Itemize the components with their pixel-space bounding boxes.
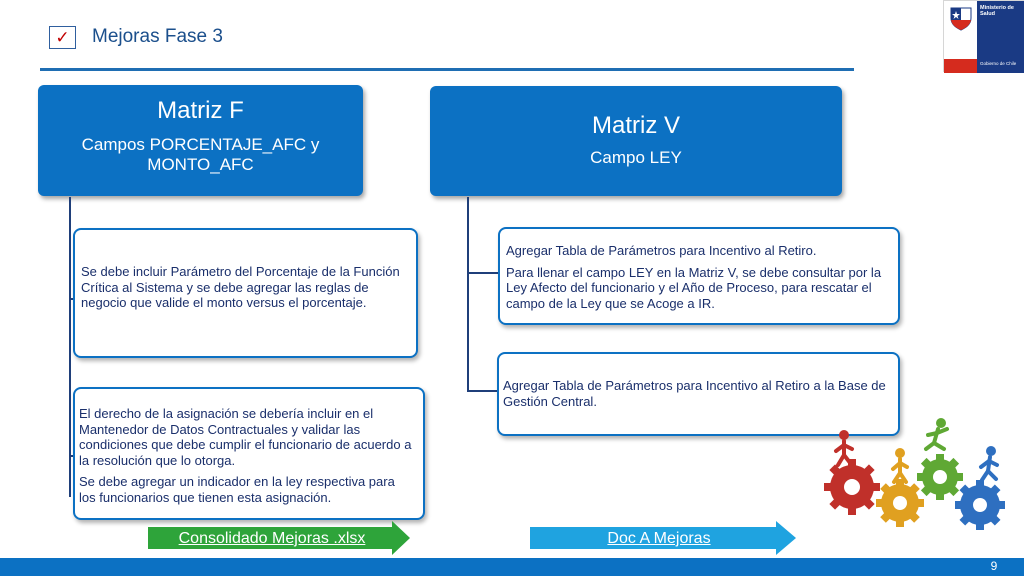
doc-link[interactable]: Doc A Mejoras bbox=[607, 530, 711, 547]
left-connector-vertical bbox=[69, 197, 71, 497]
logo-gov-label: Gobierno de Chile bbox=[980, 61, 1017, 66]
doc-arrow-head bbox=[776, 521, 796, 555]
page-number: 9 bbox=[990, 559, 998, 573]
matriz-f-subtitle: Campos PORCENTAJE_AFC y MONTO_AFC bbox=[81, 135, 320, 174]
matriz-v-card-1-text-2: Para llenar el campo LEY en la Matriz V,… bbox=[506, 264, 882, 311]
matriz-f-card-2-text-2: Se debe agregar un indicador en la ley r… bbox=[79, 474, 395, 505]
consolidado-arrow-head bbox=[392, 521, 410, 555]
matriz-f-card-1: Se debe incluir Parámetro del Porcentaje… bbox=[73, 228, 418, 358]
government-shield-icon bbox=[950, 7, 972, 31]
header-divider bbox=[40, 68, 854, 71]
consolidado-link-arrow[interactable]: Consolidado Mejoras .xlsx bbox=[148, 521, 410, 555]
matriz-v-card-1-text-1: Agregar Tabla de Parámetros para Incenti… bbox=[506, 243, 817, 258]
matriz-v-subtitle: Campo LEY bbox=[590, 148, 682, 167]
matriz-v-header: Matriz V Campo LEY bbox=[430, 86, 842, 196]
logo-red-band bbox=[944, 59, 977, 73]
ministry-logo: Ministerio de Salud Gobierno de Chile bbox=[943, 0, 1024, 73]
consolidado-link[interactable]: Consolidado Mejoras .xlsx bbox=[178, 530, 366, 547]
teamwork-gears-icon bbox=[824, 418, 1005, 530]
left-connector-branch-1 bbox=[69, 298, 75, 300]
consolidado-arrow-body bbox=[148, 527, 394, 549]
matriz-f-title: Matriz F bbox=[157, 97, 244, 124]
matriz-v-title: Matriz V bbox=[591, 112, 680, 139]
matriz-f-card-2: El derecho de la asignación se debería i… bbox=[73, 387, 425, 520]
right-connector-vertical bbox=[467, 197, 469, 392]
doc-arrow-body bbox=[530, 527, 778, 549]
matriz-f-card-1-text: Se debe incluir Parámetro del Porcentaje… bbox=[81, 264, 400, 310]
matriz-v-card-2: Agregar Tabla de Parámetros para Incenti… bbox=[497, 352, 900, 436]
matriz-f-card-2-text-1: El derecho de la asignación se debería i… bbox=[79, 406, 412, 468]
logo-org-name: Ministerio de Salud bbox=[980, 5, 1014, 17]
right-connector-branch-1 bbox=[467, 272, 499, 274]
matriz-v-card-1: Agregar Tabla de Parámetros para Incenti… bbox=[498, 227, 900, 325]
footer-bar bbox=[0, 558, 1024, 576]
right-connector-branch-2 bbox=[467, 390, 499, 392]
matriz-v-card-2-text: Agregar Tabla de Parámetros para Incenti… bbox=[503, 378, 886, 409]
checkbox-icon: ✓ bbox=[49, 26, 76, 49]
left-connector-branch-2 bbox=[69, 455, 75, 457]
page-title: Mejoras Fase 3 bbox=[92, 26, 223, 47]
logo-blue-band bbox=[977, 1, 1024, 73]
check-glyph: ✓ bbox=[55, 28, 70, 47]
doc-link-arrow[interactable]: Doc A Mejoras bbox=[530, 521, 796, 555]
matriz-f-header: Matriz F Campos PORCENTAJE_AFC y MONTO_A… bbox=[38, 85, 363, 196]
